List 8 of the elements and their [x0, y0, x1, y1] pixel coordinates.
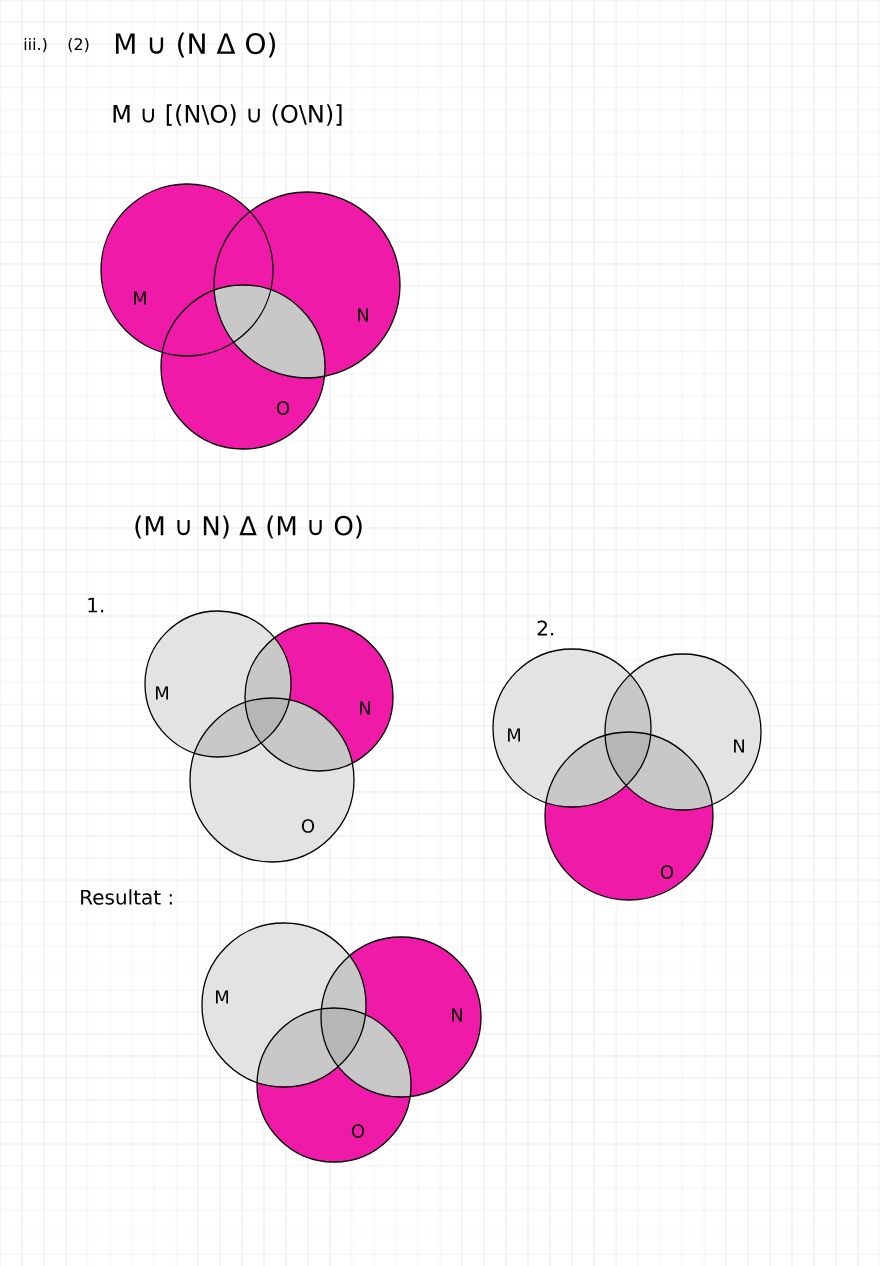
handwritten-label: M ∪ [(N\O) ∪ (O\N)] — [113, 104, 342, 126]
handwritten-label: M ∪ (N Δ O) — [115, 32, 275, 58]
handwritten-label: (2) — [68, 37, 89, 53]
handwritten-label: Resultat : — [81, 889, 172, 905]
handwritten-label: iii.) — [24, 37, 47, 53]
handwritten-label: (M ∪ N) Δ (M ∪ O) — [135, 515, 362, 539]
handwritten-label: 1. — [88, 597, 104, 613]
handwritten-label: 2. — [537, 620, 554, 636]
